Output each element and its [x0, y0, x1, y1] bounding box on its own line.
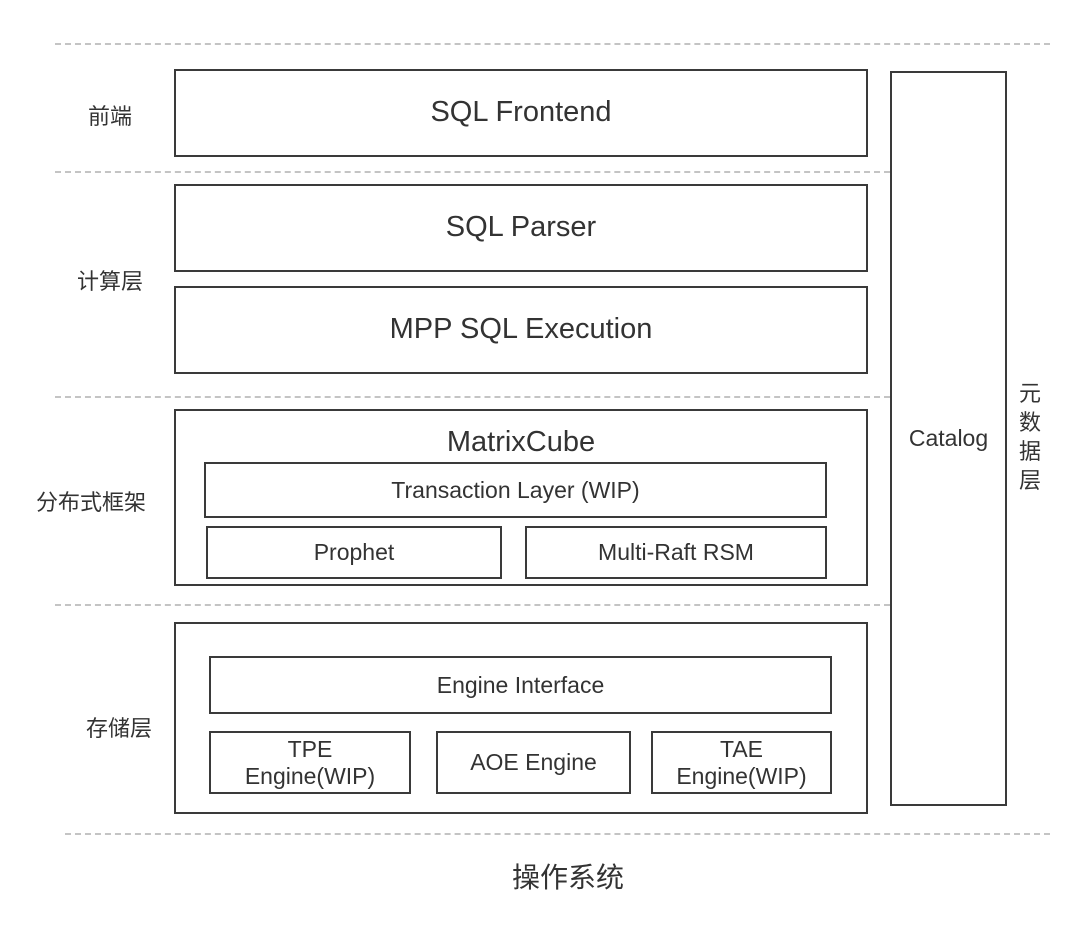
transaction-layer-box: Transaction Layer (WIP) [204, 462, 827, 518]
os-label: 操作系统 [512, 861, 625, 894]
layer-label-frontend: 前端 [88, 105, 133, 130]
tpe-engine-line1: TPE [287, 736, 333, 763]
mpp-sql-execution-box: MPP SQL Execution [174, 286, 868, 374]
tae-engine-box: TAE Engine(WIP) [651, 731, 832, 794]
layer-label-distributed: 分布式框架 [36, 491, 147, 516]
layer-label-compute: 计算层 [77, 270, 144, 295]
tpe-engine-line2: Engine(WIP) [244, 762, 376, 789]
separator-frontend-compute [55, 171, 890, 173]
separator-compute-distributed [55, 396, 890, 398]
matrixcube-title: MatrixCube [446, 426, 596, 458]
metadata-layer-label: 元数据层 [1018, 382, 1041, 494]
sql-frontend-box: SQL Frontend [174, 69, 868, 157]
multi-raft-rsm-box: Multi-Raft RSM [525, 526, 827, 579]
separator-bottom [65, 833, 1050, 835]
layer-label-storage: 存储层 [86, 717, 153, 742]
aoe-engine-box: AOE Engine [436, 731, 631, 794]
tae-engine-line2: Engine(WIP) [676, 762, 807, 789]
tpe-engine-box: TPE Engine(WIP) [209, 731, 411, 794]
catalog-box: Catalog [890, 71, 1007, 806]
prophet-box: Prophet [206, 526, 502, 579]
separator-distributed-storage [55, 604, 890, 606]
tae-engine-line1: TAE [719, 736, 764, 763]
engine-interface-box: Engine Interface [209, 656, 832, 714]
sql-parser-box: SQL Parser [174, 184, 868, 272]
separator-top [55, 43, 1050, 45]
